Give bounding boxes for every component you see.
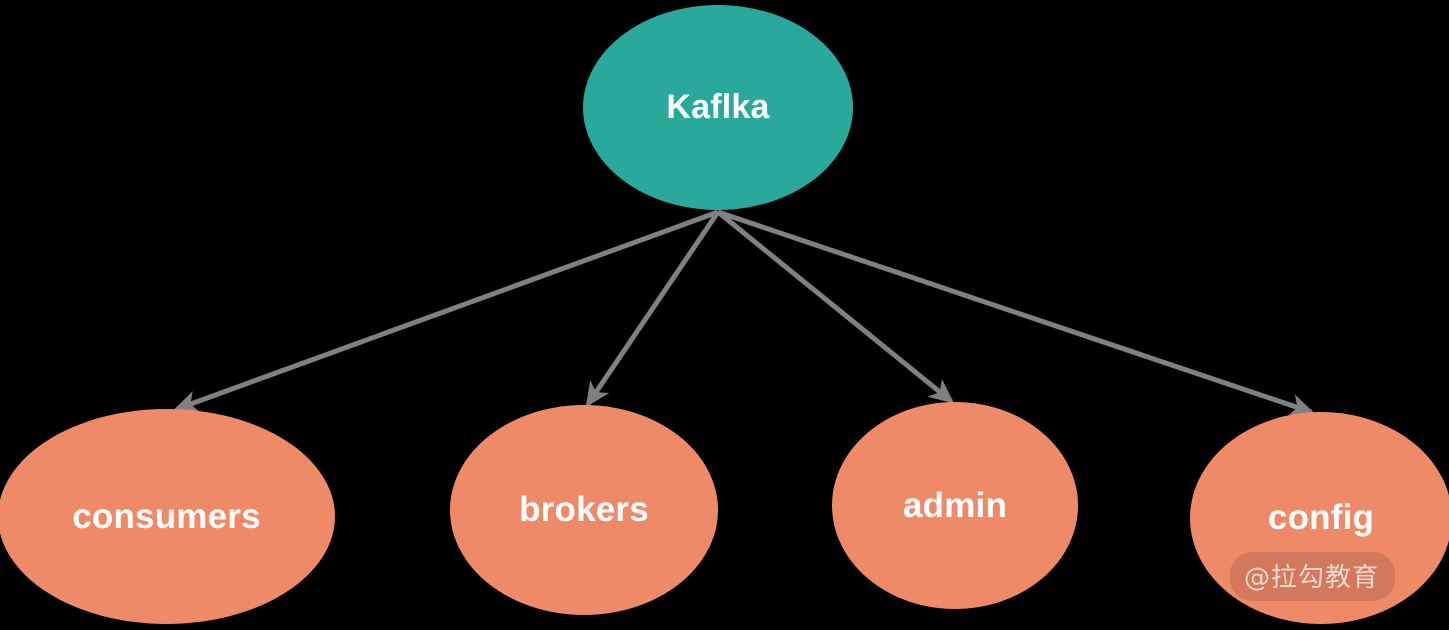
node-kaflka[interactable]: Kaflka (583, 5, 853, 210)
node-brokers-label: brokers (519, 490, 649, 529)
node-config-label: config (1267, 498, 1375, 537)
node-brokers[interactable]: brokers (450, 405, 718, 615)
edge-root-to-brokers (585, 210, 721, 408)
edge-root-to-config (717, 209, 1315, 417)
node-admin-label: admin (902, 485, 1008, 525)
edge-root-to-admin (716, 210, 955, 404)
node-config[interactable]: config (1190, 412, 1449, 624)
node-consumers-label: consumers (72, 496, 261, 536)
node-consumers[interactable]: consumers (0, 409, 335, 624)
node-kaflka-label: Kaflka (666, 88, 770, 126)
edge-root-to-consumers (173, 209, 719, 413)
edge-group (173, 209, 1315, 417)
node-admin[interactable]: admin (832, 402, 1078, 609)
